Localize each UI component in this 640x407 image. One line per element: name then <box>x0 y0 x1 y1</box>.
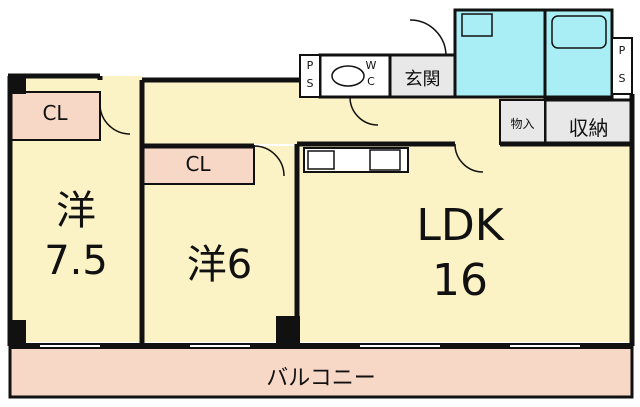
western-room-a-name: 洋 <box>56 188 96 234</box>
closet-small <box>499 99 546 145</box>
wash-basin-icon <box>461 13 493 37</box>
walls <box>7 73 635 346</box>
kitchen-counter <box>303 147 409 173</box>
closet-b <box>141 145 255 185</box>
sink-icon <box>369 149 401 171</box>
closet-a-label: CL <box>42 101 68 125</box>
western-room-b-label: 洋6 <box>142 232 297 290</box>
closet-b-label: CL <box>185 152 211 176</box>
pipe-space-right <box>611 37 633 95</box>
entrance <box>388 53 457 99</box>
western-room-a-size: 7.5 <box>44 238 108 284</box>
pipe-space-left <box>299 54 321 98</box>
balcony-label: バルコニー <box>266 366 376 391</box>
ldk-room <box>297 144 632 342</box>
toilet-label-bottom: C <box>367 75 375 88</box>
pipe-space-left-bottom: S <box>306 77 314 90</box>
ldk-size: 16 <box>432 255 488 306</box>
storage-label: 収納 <box>568 116 609 140</box>
bathtub-icon <box>551 15 607 49</box>
ldk-name: LDK <box>416 200 504 251</box>
pipe-space-left-top: P <box>306 59 314 72</box>
stove-icon <box>307 150 335 170</box>
bathroom <box>453 8 614 99</box>
toilet-label-top: W <box>365 59 377 72</box>
closet-small-label: 物入 <box>510 117 535 131</box>
door-swings <box>99 19 484 177</box>
western-room-b-size: 6 <box>226 242 253 288</box>
pipe-space-right-top: P <box>618 44 626 57</box>
toilet-bowl-icon <box>331 65 365 87</box>
western-room-b-name: 洋 <box>186 242 227 288</box>
balcony-area <box>8 344 634 399</box>
entrance-label: 玄関 <box>404 69 441 90</box>
pipe-space-right-bottom: S <box>618 72 626 85</box>
